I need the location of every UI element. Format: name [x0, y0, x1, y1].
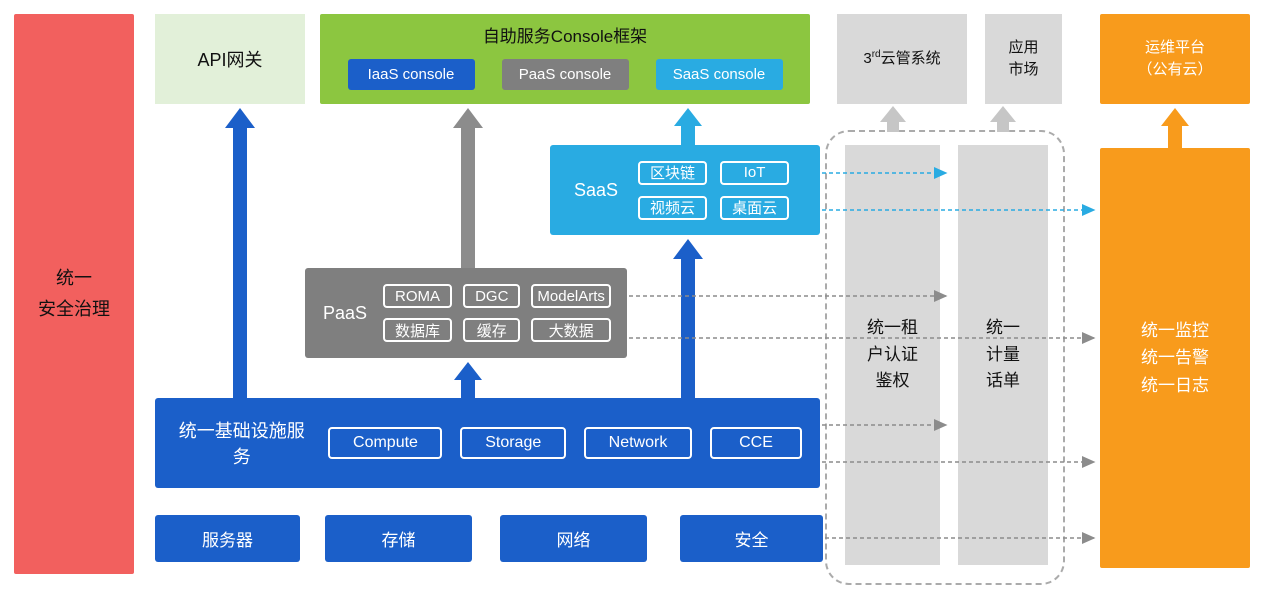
om-platform-label: 运维平台 （公有云）: [1137, 38, 1213, 79]
tenant-services-dashed-container: [825, 130, 1065, 585]
infra-item-compute: Compute: [328, 427, 443, 459]
infra-layer-label: 统一基础设施服务: [178, 421, 305, 467]
third-party-sup: rd: [871, 49, 881, 61]
api-gateway-label: API网关: [197, 50, 263, 70]
third-party-cloud-box: 3rd云管系统: [837, 14, 967, 104]
monitoring-box: 统一监控 统一告警 统一日志: [1100, 148, 1250, 568]
metering-bar: 统一 计量 话单: [958, 145, 1048, 565]
saas-item-iot: IoT: [720, 160, 790, 185]
saas-item-blockchain: 区块链: [638, 160, 708, 185]
hardware-server-box: 服务器: [155, 515, 300, 562]
hardware-storage-box: 存储: [325, 515, 472, 562]
paas-console-chip: PaaS console: [501, 59, 629, 90]
saas-item-video-cloud: 视频云: [638, 195, 708, 220]
paas-layer-label: PaaS: [323, 302, 368, 323]
hardware-security-box: 安全: [680, 515, 823, 562]
paas-item-database: 数据库: [383, 318, 453, 342]
api-gateway-box: API网关: [155, 14, 305, 104]
saas-console-chip: SaaS console: [655, 59, 783, 90]
console-framework-title: 自助服务Console框架: [482, 27, 648, 46]
paas-items-grid: ROMA DGC ModelArts 数据库 缓存 大数据: [383, 284, 611, 342]
saas-items-grid: 区块链 IoT 视频云 桌面云: [638, 160, 790, 220]
auth-bar: 统一租 户认证 鉴权: [845, 145, 940, 565]
monitoring-box-label: 统一监控 统一告警 统一日志: [1141, 321, 1209, 395]
iaas-console-chip: IaaS console: [347, 59, 475, 90]
security-governance-label: 统一 安全治理: [38, 268, 110, 319]
hardware-network-box: 网络: [500, 515, 647, 562]
paas-item-bigdata: 大数据: [531, 318, 611, 342]
saas-layer-box: SaaS 区块链 IoT 视频云 桌面云: [550, 145, 820, 235]
console-chip-row: IaaS console PaaS console SaaS console: [347, 59, 783, 90]
infra-item-storage: Storage: [460, 427, 566, 459]
app-market-box: 应用 市场: [985, 14, 1062, 104]
third-party-cloud-label: 3rd云管系统: [863, 49, 941, 68]
paas-item-roma: ROMA: [383, 284, 453, 308]
paas-item-cache: 缓存: [463, 318, 521, 342]
saas-item-desktop-cloud: 桌面云: [720, 195, 790, 220]
metering-bar-label: 统一 计量 话单: [986, 318, 1020, 391]
paas-item-dgc: DGC: [463, 284, 521, 308]
infra-item-network: Network: [583, 427, 693, 459]
console-framework-box: 自助服务Console框架 IaaS console PaaS console …: [320, 14, 810, 104]
infra-layer-box: 统一基础设施服务 Compute Storage Network CCE: [155, 398, 820, 488]
paas-item-modelarts: ModelArts: [531, 284, 611, 308]
security-governance-bar: 统一 安全治理: [14, 14, 134, 574]
app-market-label: 应用 市场: [1008, 39, 1039, 78]
infra-item-cce: CCE: [710, 427, 803, 459]
paas-layer-box: PaaS ROMA DGC ModelArts 数据库 缓存 大数据: [305, 268, 627, 358]
saas-layer-label: SaaS: [574, 179, 619, 200]
om-platform-box: 运维平台 （公有云）: [1100, 14, 1250, 104]
auth-bar-label: 统一租 户认证 鉴权: [867, 318, 918, 391]
